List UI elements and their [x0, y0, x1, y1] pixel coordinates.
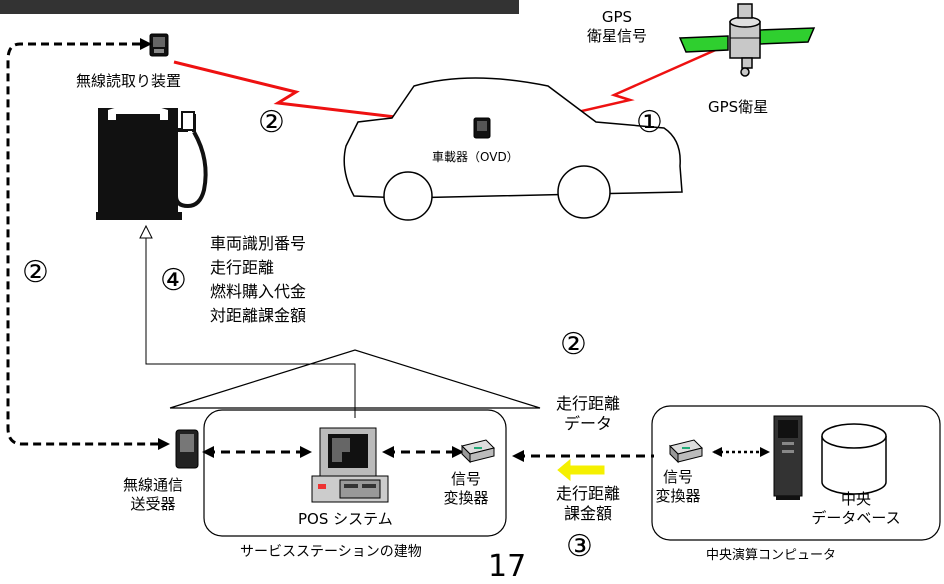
server-tower-icon [773, 415, 803, 500]
step-marker-2-top: ② [258, 105, 285, 140]
info-distance: 走行距離 [210, 258, 275, 277]
database-icon [821, 423, 887, 495]
signal-converter-icon [461, 439, 495, 464]
pos-terminal-icon [311, 427, 389, 503]
title-bar [0, 0, 519, 14]
signal-converter-central-icon [669, 439, 703, 464]
ovd-device-icon [473, 117, 491, 139]
transaction-info-list: 車両識別番号 走行距離 燃料購入代金 対距離課金額 [210, 232, 306, 328]
gps-satellite-label: GPS衛星 [708, 98, 769, 116]
car-icon [343, 77, 683, 221]
step-marker-1: ① [636, 105, 663, 140]
transceiver-label: 無線通信 送受器 [122, 476, 183, 513]
building-roof [169, 349, 541, 409]
gps-signal-label: GPS 衛星信号 [586, 8, 647, 45]
fuel-pump-icon [96, 104, 208, 220]
reader-label: 無線読取り装置 [76, 72, 182, 90]
info-line-pos-to-pump [145, 236, 356, 418]
distance-charge-label: 走行距離 課金額 [555, 484, 620, 523]
step-marker-2-left: ② [22, 255, 49, 290]
service-station-label: サービスステーションの建物 [240, 544, 422, 560]
radio-link-reader-to-ovd [173, 60, 489, 130]
reader-device-icon [149, 33, 169, 57]
converter-central-label: 信号 変換器 [655, 468, 701, 505]
pos-system-label: POS システム [298, 510, 393, 528]
step-marker-2-center: ② [560, 327, 587, 362]
transceiver-icon [175, 429, 199, 469]
distance-data-label: 走行距離 データ [555, 394, 620, 433]
ovd-label: 車載器（OVD） [432, 150, 519, 164]
info-distance-charge: 対距離課金額 [210, 306, 307, 325]
central-computer-frame [651, 405, 941, 541]
page-number: 17 [488, 549, 527, 584]
central-computer-label: 中央演算コンピュータ [706, 548, 837, 563]
info-fuel-price: 燃料購入代金 [210, 282, 307, 301]
step-marker-4: ④ [160, 263, 187, 298]
service-station-frame [203, 409, 507, 537]
yellow-arrow [557, 458, 605, 482]
info-vehicle-id: 車両識別番号 [210, 234, 307, 253]
converter-label: 信号 変換器 [443, 470, 489, 507]
gps-satellite-icon [678, 3, 816, 77]
step-marker-3: ③ [566, 529, 593, 564]
central-database-label: 中央 データベース [811, 490, 901, 527]
dashed-link-reader-transceiver [6, 42, 158, 446]
